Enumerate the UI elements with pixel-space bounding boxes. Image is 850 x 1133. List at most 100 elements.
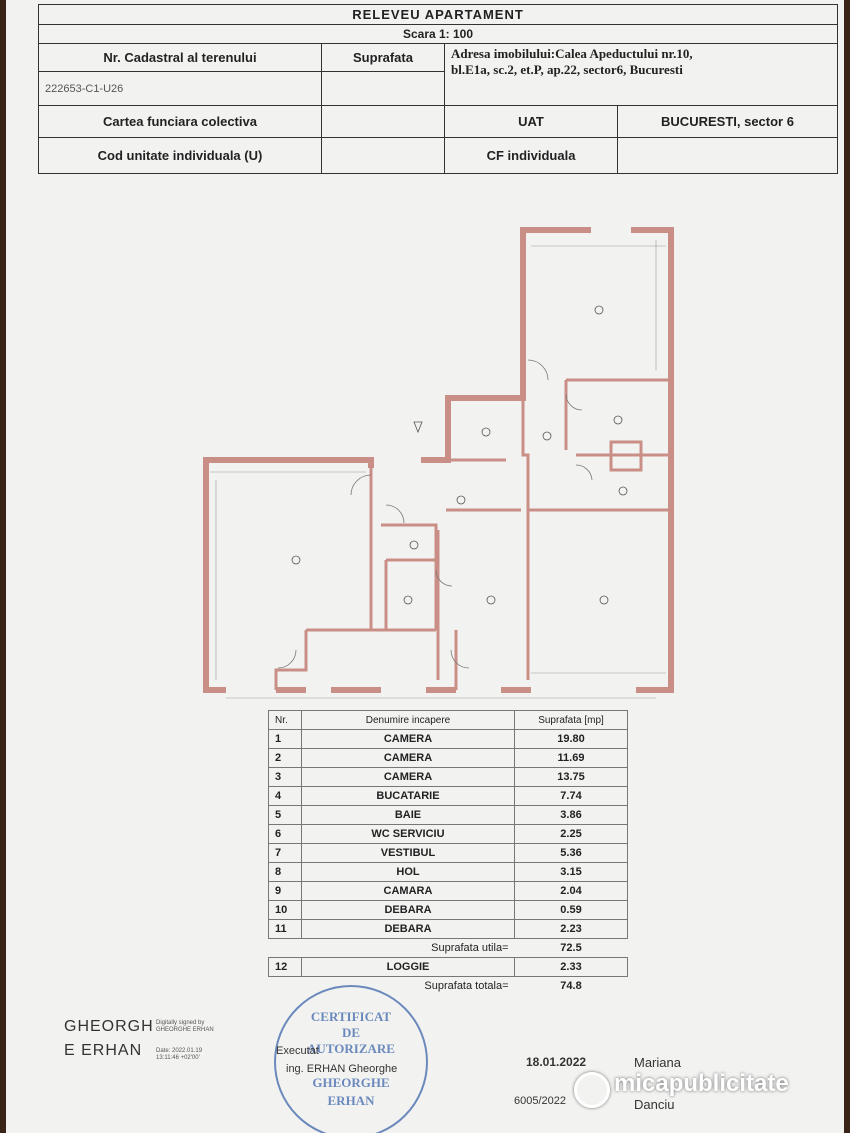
dimension-lines bbox=[210, 240, 666, 699]
useful-area-value: 72.5 bbox=[560, 942, 582, 954]
cadastral-label: Nr. Cadastral al terenului bbox=[38, 43, 322, 72]
uat-label: UAT bbox=[444, 105, 618, 138]
door-swings bbox=[277, 359, 593, 669]
inner-walls bbox=[274, 360, 671, 690]
floor-plan bbox=[203, 227, 674, 699]
document-page: RELEVEU APARTAMENT Scara 1: 100 Nr. Cada… bbox=[6, 0, 844, 1133]
row-area: 13.75 bbox=[514, 767, 628, 787]
row-nr: 2 bbox=[268, 748, 302, 768]
row-name: DEBARA bbox=[301, 900, 515, 920]
entrance-marker bbox=[413, 421, 423, 434]
row-area: 2.23 bbox=[514, 919, 628, 939]
row-area: 7.74 bbox=[514, 786, 628, 806]
right-signer-name2: Danciu bbox=[634, 1097, 675, 1112]
surface-label: Suprafata bbox=[321, 43, 445, 72]
loggia-name: LOGGIE bbox=[301, 957, 515, 977]
total-area-row: Suprafata totala= 74.8 bbox=[269, 977, 628, 996]
cf-individual-label: CF individuala bbox=[444, 137, 618, 174]
loggia-area: 2.33 bbox=[514, 957, 628, 977]
surface-value bbox=[321, 71, 445, 106]
row-nr: 10 bbox=[268, 900, 302, 920]
row-name: DEBARA bbox=[301, 919, 515, 939]
row-name: HOL bbox=[301, 862, 515, 882]
stamp-line3: AUTORIZARE bbox=[307, 1041, 395, 1056]
cf-collective-value bbox=[321, 105, 445, 138]
row-area: 5.36 bbox=[514, 843, 628, 863]
row-name: CAMARA bbox=[301, 881, 515, 901]
row-nr: 5 bbox=[268, 805, 302, 825]
row-nr: 8 bbox=[268, 862, 302, 882]
signer-name-line1: GHEORGH bbox=[64, 1018, 154, 1035]
stamp-line4: GHEORGHE bbox=[312, 1075, 390, 1090]
sig-note-1: Digitally signed by bbox=[156, 1020, 205, 1026]
scale-label: Scara 1: 100 bbox=[38, 24, 838, 44]
stamp-line5: ERHAN bbox=[327, 1093, 375, 1108]
page-title: RELEVEU APARTAMENT bbox=[38, 4, 838, 25]
header-table: RELEVEU APARTAMENT Scara 1: 100 Nr. Cada… bbox=[38, 4, 838, 174]
row-area: 3.15 bbox=[514, 862, 628, 882]
row-area: 2.04 bbox=[514, 881, 628, 901]
cf-individual-value bbox=[617, 137, 838, 174]
authorization-stamp: CERTIFICAT DE AUTORIZARE GHEORGHE ERHAN bbox=[274, 985, 428, 1133]
loggia-row: 12 LOGGIE 2.33 bbox=[268, 957, 628, 977]
row-area: 3.86 bbox=[514, 805, 628, 825]
sig-note-3: Date: 2022.01.19 bbox=[156, 1048, 203, 1054]
row-name: BAIE bbox=[301, 805, 515, 825]
col-name: Denumire incapere bbox=[301, 710, 515, 730]
col-nr: Nr. bbox=[268, 710, 302, 730]
useful-area-row: Suprafata utila= 72.5 bbox=[269, 939, 628, 958]
total-area-label: Suprafata totala= bbox=[424, 980, 509, 992]
row-nr: 4 bbox=[268, 786, 302, 806]
row-area: 19.80 bbox=[514, 729, 628, 749]
row-name: CAMERA bbox=[301, 729, 515, 749]
row-area: 0.59 bbox=[514, 900, 628, 920]
digital-signature-note: Digitally signed by GHEORGHE ERHAN Date:… bbox=[156, 1020, 214, 1062]
row-name: WC SERVICIU bbox=[301, 824, 515, 844]
address-label: Adresa imobilului: bbox=[451, 46, 556, 61]
executed-label: Executat bbox=[276, 1045, 319, 1057]
cf-collective-label: Cartea funciara colectiva bbox=[38, 105, 322, 138]
footer-reference: 6005/2022 bbox=[514, 1095, 566, 1107]
unit-code-label: Cod unitate individuala (U) bbox=[38, 137, 322, 174]
stamp-line1: CERTIFICAT bbox=[310, 1009, 392, 1024]
right-signer-name1: Mariana bbox=[634, 1055, 681, 1070]
row-name: CAMERA bbox=[301, 767, 515, 787]
sig-note-2: GHEORGHE ERHAN bbox=[156, 1027, 214, 1033]
room-number-markers bbox=[291, 305, 628, 605]
row-nr: 3 bbox=[268, 767, 302, 787]
sig-note-4: 13:11:46 +02'00' bbox=[156, 1055, 200, 1061]
row-nr: 6 bbox=[268, 824, 302, 844]
col-area: Suprafata [mp] bbox=[514, 710, 628, 730]
stamp-line2: DE bbox=[341, 1025, 361, 1040]
row-nr: 7 bbox=[268, 843, 302, 863]
signer-name-line2: E ERHAN bbox=[64, 1042, 143, 1059]
row-area: 11.69 bbox=[514, 748, 628, 768]
row-nr: 1 bbox=[268, 729, 302, 749]
outer-walls bbox=[203, 227, 674, 693]
footer-date: 18.01.2022 bbox=[526, 1055, 587, 1069]
engineer-name: ing. ERHAN Gheorghe bbox=[286, 1063, 398, 1075]
row-nr: 9 bbox=[268, 881, 302, 901]
row-nr: 11 bbox=[268, 919, 302, 939]
address-cell: Adresa imobilului:Calea Apeductului nr.1… bbox=[444, 43, 838, 106]
row-area: 2.25 bbox=[514, 824, 628, 844]
address-line1: Calea Apeductului nr.10, bbox=[555, 46, 693, 61]
address-line2: bl.E1a, sc.2, et.P, ap.22, sector6, Bucu… bbox=[451, 62, 683, 77]
useful-area-label: Suprafata utila= bbox=[431, 942, 509, 954]
loggia-nr: 12 bbox=[268, 957, 302, 977]
uat-value: BUCURESTI, sector 6 bbox=[617, 105, 838, 138]
row-name: VESTIBUL bbox=[301, 843, 515, 863]
row-name: BUCATARIE bbox=[301, 786, 515, 806]
cadastral-value: 222653-C1-U26 bbox=[38, 71, 322, 106]
